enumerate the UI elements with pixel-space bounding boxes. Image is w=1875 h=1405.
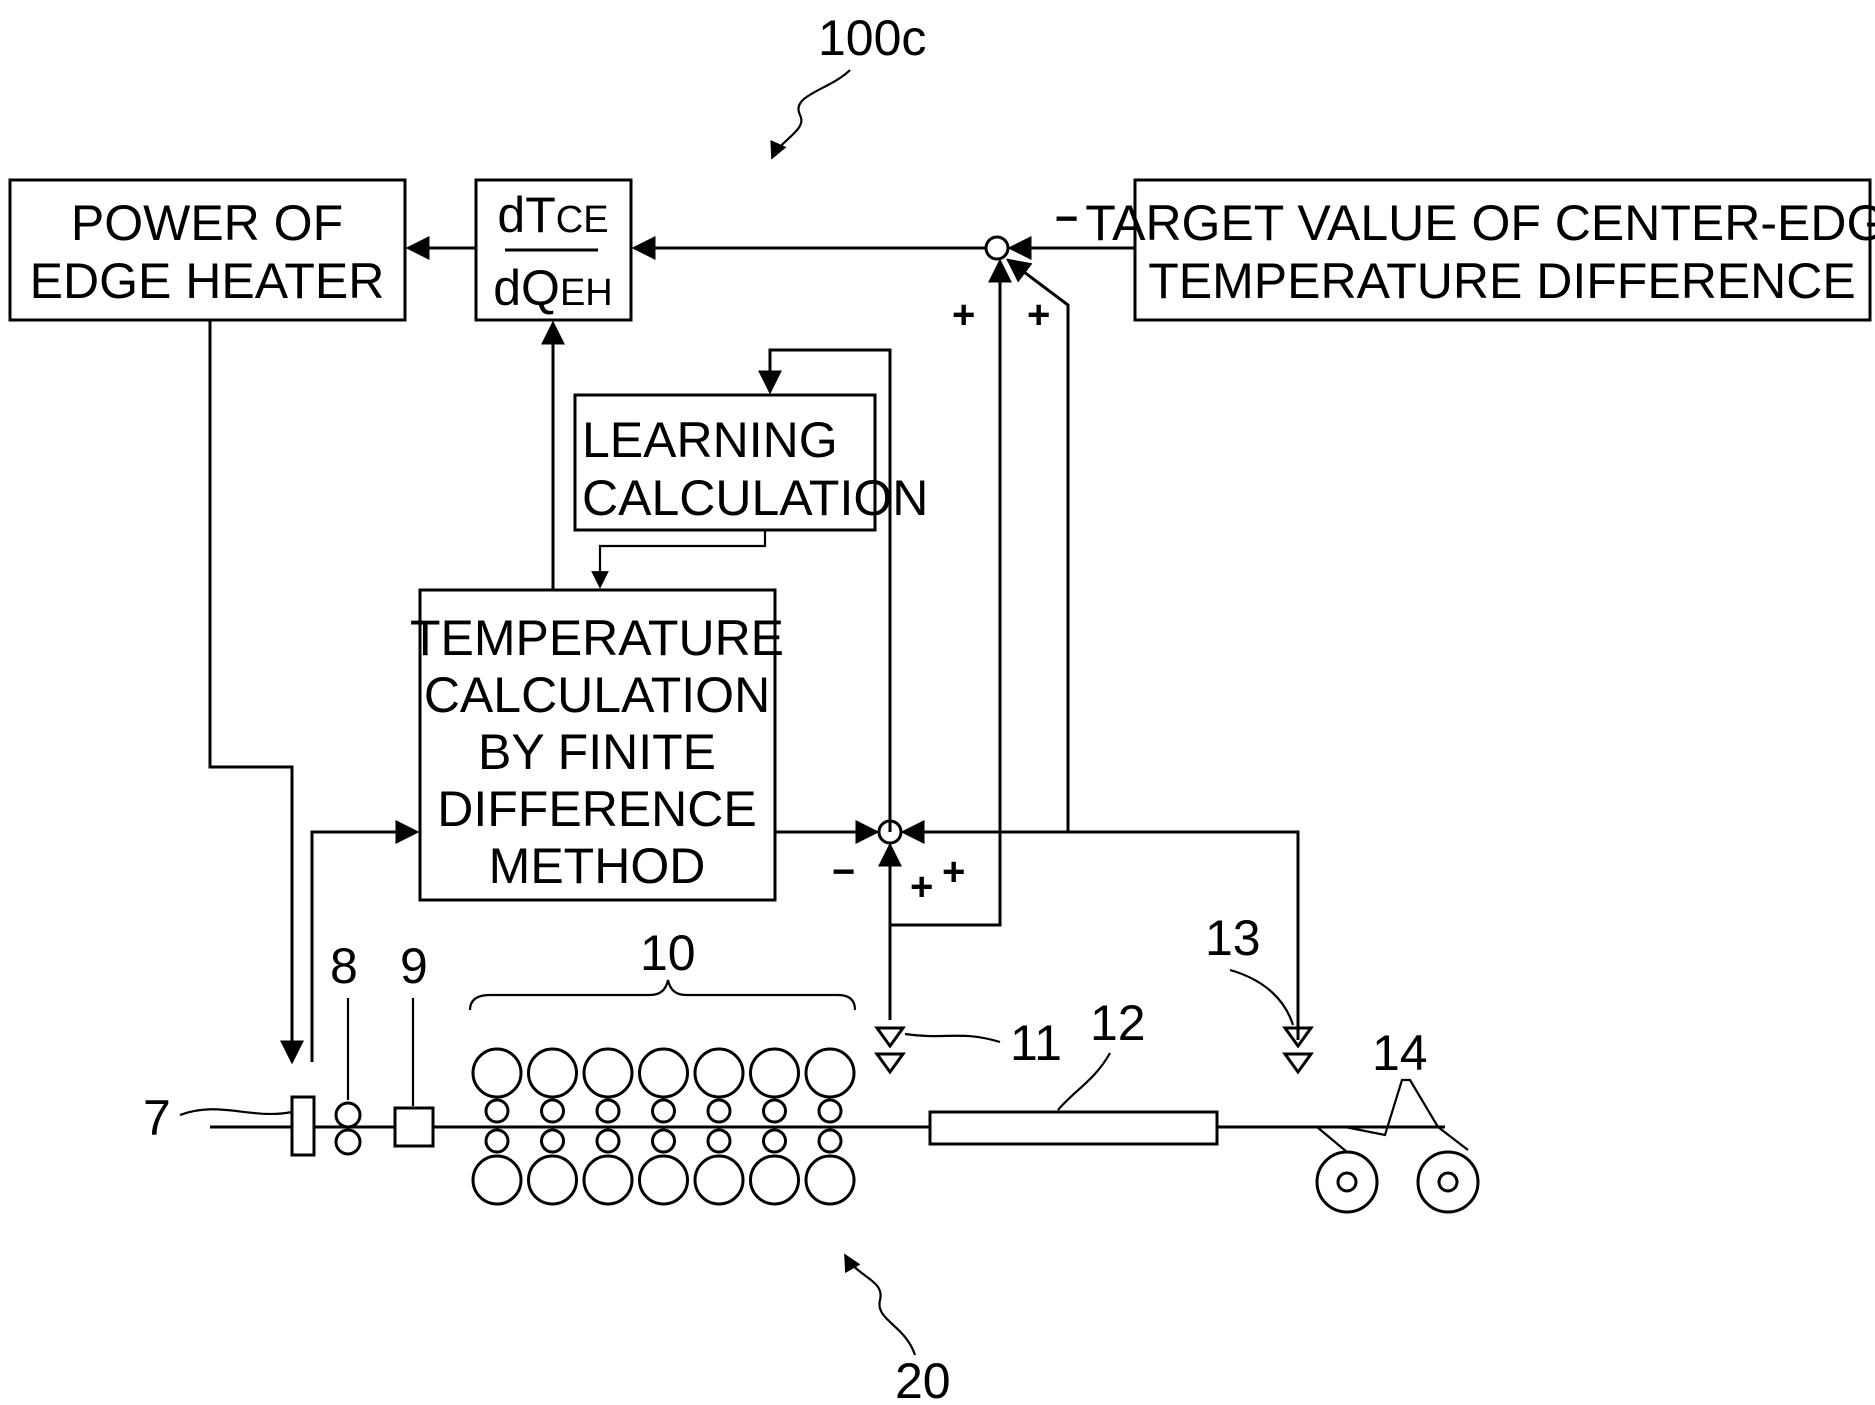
stand-5-lower-work-roll	[708, 1130, 730, 1152]
mid-minus-sign: −	[832, 850, 855, 894]
ref-10-label: 10	[640, 925, 696, 981]
top-minus-sign: −	[1055, 197, 1078, 241]
target-value-line1: TARGET VALUE OF CENTER-EDGE	[1085, 195, 1875, 251]
ref-8-label: 8	[330, 938, 358, 994]
tempcalc-line2: CALCULATION	[424, 667, 770, 723]
stand-6-lower-backup-roll	[751, 1156, 799, 1204]
unit-9	[395, 1108, 433, 1146]
stand-4-upper-work-roll	[653, 1100, 675, 1122]
figure-ref-leader	[772, 70, 850, 158]
ref-7-leader	[180, 1109, 292, 1115]
top-plus-left-sign: +	[952, 293, 975, 337]
stand-2-upper-work-roll	[542, 1100, 564, 1122]
target-value-line2: TEMPERATURE DIFFERENCE	[1148, 253, 1855, 309]
ref-14-leader	[1345, 1080, 1468, 1150]
stand-6-lower-work-roll	[764, 1130, 786, 1152]
stand-7-upper-work-roll	[819, 1100, 841, 1122]
ref-11-leader	[905, 1034, 1000, 1042]
ref-11-label: 11	[1010, 1015, 1062, 1071]
tempcalc-line3: BY FINITE	[478, 724, 716, 780]
stand-2-upper-backup-roll	[529, 1049, 577, 1097]
descaler-roll-8-upper	[336, 1103, 360, 1127]
top-summing-junction	[986, 237, 1008, 259]
stand-3-upper-backup-roll	[584, 1049, 632, 1097]
ref-10-brace	[470, 980, 855, 1010]
learning-line1: LEARNING	[582, 412, 838, 468]
tempcalc-line5: METHOD	[489, 838, 706, 894]
stand-7-upper-backup-roll	[806, 1049, 854, 1097]
coiler-14-right-inner	[1439, 1173, 1457, 1191]
top-plus-right-sign: +	[1027, 293, 1050, 337]
edge-heater-7	[292, 1097, 314, 1155]
ref-12-leader	[1058, 1053, 1110, 1110]
coiler-14-left-outer	[1317, 1152, 1377, 1212]
system-ref-label: 20	[895, 1353, 951, 1405]
mid-plus-1-sign: +	[910, 865, 933, 909]
system-ref-leader	[845, 1255, 915, 1355]
ref-13-label: 13	[1205, 910, 1261, 966]
stand-2-lower-work-roll	[542, 1130, 564, 1152]
stand-3-lower-work-roll	[597, 1130, 619, 1152]
stand-6-upper-work-roll	[764, 1100, 786, 1122]
stand-1-lower-work-roll	[486, 1130, 508, 1152]
mid-plus-2-sign: +	[942, 850, 965, 894]
stand-4-lower-backup-roll	[640, 1156, 688, 1204]
tempcalc-line1: TEMPERATURE	[410, 610, 784, 666]
ref-9-label: 9	[400, 938, 428, 994]
thermometer-11-upper	[877, 1028, 903, 1046]
stand-2-lower-backup-roll	[529, 1156, 577, 1204]
stand-3-lower-backup-roll	[584, 1156, 632, 1204]
stand-7-lower-work-roll	[819, 1130, 841, 1152]
stand-5-upper-work-roll	[708, 1100, 730, 1122]
descaler-roll-8-lower	[336, 1130, 360, 1154]
ref-7-label: 7	[143, 1090, 171, 1146]
learning-to-tempcalc-wire	[600, 530, 765, 587]
stand-5-upper-backup-roll	[695, 1049, 743, 1097]
coiler-feed-left	[1317, 1127, 1347, 1152]
stand-3-upper-work-roll	[597, 1100, 619, 1122]
coiler-14-right-outer	[1418, 1152, 1478, 1212]
tempcalc-line4: DIFFERENCE	[437, 781, 756, 837]
power-to-edge-heater-wire	[210, 320, 292, 1062]
sensor11-to-top-junction-wire	[890, 261, 1000, 925]
stand-4-lower-work-roll	[653, 1130, 675, 1152]
thermometer-13-lower	[1285, 1054, 1311, 1072]
edge-heater-power-line2: EDGE HEATER	[30, 253, 385, 309]
learning-line2: CALCULATION	[582, 470, 928, 526]
stand-5-lower-backup-roll	[695, 1156, 743, 1204]
stand-4-upper-backup-roll	[640, 1049, 688, 1097]
stand-1-upper-backup-roll	[473, 1049, 521, 1097]
thermometer-11-lower	[877, 1054, 903, 1072]
stand-6-upper-backup-roll	[751, 1049, 799, 1097]
ref-14-label: 14	[1372, 1025, 1428, 1081]
figure-ref-label: 100c	[818, 10, 926, 66]
ref-12-label: 12	[1090, 995, 1146, 1051]
sensor13-to-top-junction-wire	[1008, 260, 1068, 832]
stand-1-lower-backup-roll	[473, 1156, 521, 1204]
ref-13-leader	[1230, 970, 1293, 1025]
stand-7-lower-backup-roll	[806, 1156, 854, 1204]
cooling-section-12	[930, 1112, 1217, 1144]
coiler-14-left-inner	[1338, 1173, 1356, 1191]
edge-heater-power-line1: POWER OF	[71, 195, 343, 251]
stand-1-upper-work-roll	[486, 1100, 508, 1122]
